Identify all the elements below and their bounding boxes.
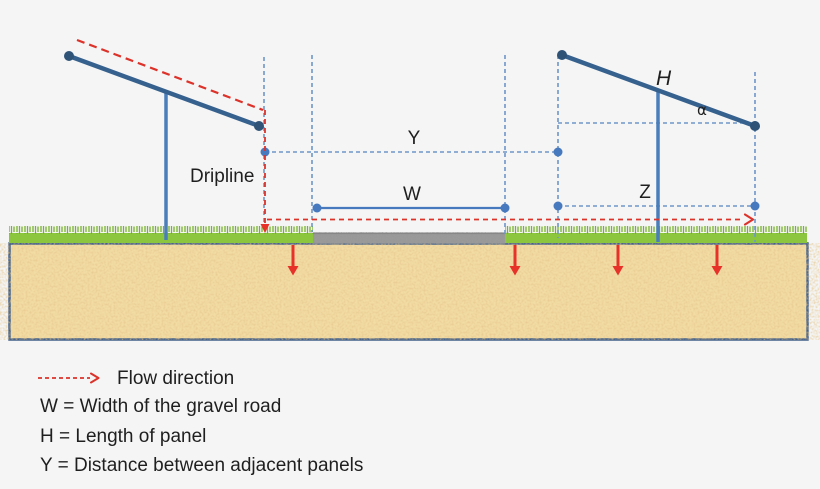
gravel-road-edge [313,232,505,235]
dripline-label: Dripline [190,166,255,187]
infiltration-arrow [287,245,299,276]
soil-texture [11,245,806,338]
infiltration-arrow [711,245,723,276]
reference-lines [263,55,757,242]
dimension-dots [260,147,760,213]
panel-left-bottom-joint [254,121,264,131]
alpha-angle-label: α [697,101,707,119]
panel-right-top-joint [557,50,567,60]
grass-left [9,233,313,243]
panel-runoff-line [76,38,264,112]
grass-right [505,233,807,243]
legend-h-definition: H = Length of panel [40,426,207,447]
flow-direction-arrowhead [743,213,755,226]
legend-y-definition: Y = Distance between adjacent panels [40,455,364,476]
panel-right-surface [559,52,758,129]
ground [8,226,809,341]
legend-flow-direction: Flow direction [117,368,235,389]
grass-right-blades [505,226,807,234]
h-panel-label: H [656,67,672,90]
legend-w-definition: W = Width of the gravel road [40,396,282,417]
y-dimension-label: Y [407,128,421,149]
flow-direction-legend-icon [38,372,100,384]
z-dimension-label: Z [639,182,651,203]
water-flow-markings [76,38,755,233]
w-dimension-label: W [403,184,421,205]
dripline-arrowhead [260,224,270,233]
panel-right-bottom-joint [750,121,760,131]
infiltration-arrow [612,245,624,276]
gravel-road-texture [313,232,505,244]
infiltration-arrow [509,245,521,276]
panel-left-top-joint [64,51,74,61]
panel-left-surface [66,53,262,129]
grass-left-blades [9,226,313,234]
solar-panel-right [557,50,760,242]
solar-panel-left [64,51,264,240]
infiltration-arrows [287,245,723,276]
